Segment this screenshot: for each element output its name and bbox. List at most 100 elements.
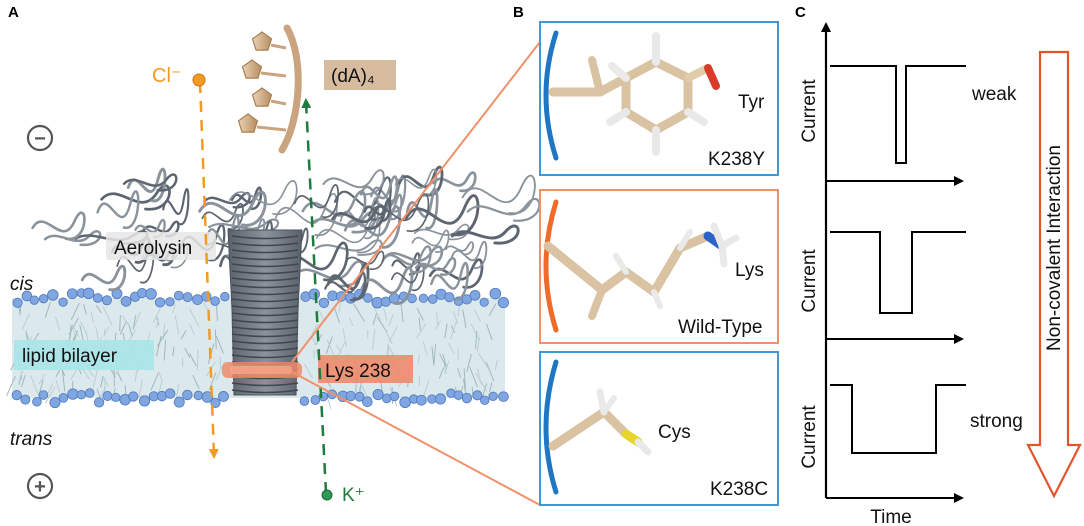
lipid-tail: [444, 365, 447, 375]
residue-box-cys: Cys K238C: [539, 351, 779, 506]
protein-ribbon: [198, 190, 267, 227]
panel-letter-a: A: [8, 4, 19, 21]
lipid-head: [139, 395, 151, 407]
lipid-tail: [342, 327, 348, 347]
protein-ribbon: [397, 165, 444, 197]
lipid-tail: [386, 332, 393, 344]
lipid-head: [66, 288, 78, 300]
lipid-tail: [387, 345, 389, 357]
lipid-tail: [189, 353, 197, 367]
lipid-tail: [133, 311, 141, 329]
lipid-tail: [488, 303, 497, 317]
lipid-head: [362, 396, 373, 408]
barrel-strand: [231, 305, 299, 310]
lipid-head: [444, 292, 455, 303]
lipid-head: [145, 288, 157, 300]
barrel-strand: [231, 242, 299, 247]
lipid-tail: [479, 379, 487, 392]
lipid-tail: [462, 309, 467, 329]
lipid-tail: [6, 375, 16, 397]
barrel-strand: [231, 319, 299, 324]
chloride-path: Cl⁻: [152, 65, 219, 459]
lipid-head: [173, 396, 185, 408]
k238c-label: K238C: [710, 479, 768, 500]
lipid-head: [192, 294, 203, 305]
lipid-tail: [155, 335, 162, 357]
barrel-strand: [231, 326, 299, 331]
lipid-tail: [156, 319, 159, 329]
lipid-tail: [70, 302, 80, 321]
lipid-tail: [473, 309, 481, 322]
chloride-label: Cl⁻: [152, 65, 181, 87]
lipid-head: [21, 290, 33, 302]
lipid-heads-bottom: [11, 388, 509, 409]
lipid-head: [20, 394, 31, 405]
lipid-head: [345, 390, 356, 402]
lipid-head: [38, 294, 49, 304]
lipid-tail: [435, 311, 439, 327]
lipid-tail: [400, 303, 404, 323]
lipid-head: [479, 297, 489, 307]
lipid-head: [82, 287, 95, 300]
lipid-tail: [158, 371, 163, 381]
protein-ribbon: [404, 194, 480, 237]
lipid-tail: [478, 352, 490, 371]
lipid-head: [165, 297, 175, 307]
lipid-head: [49, 397, 61, 409]
protein-ribbon: [293, 184, 339, 218]
protein-ribbon: [96, 190, 140, 229]
lipid-head: [434, 393, 447, 405]
aerolysin-text: Aerolysin: [114, 238, 192, 259]
lipid-head: [354, 391, 365, 402]
barrel-strand: [231, 263, 299, 268]
lipid-tail: [338, 302, 342, 314]
lipid-head: [418, 293, 429, 303]
lipid-head: [182, 292, 193, 303]
lipid-head: [111, 392, 121, 402]
lipid-head: [461, 392, 473, 404]
lipid-head: [453, 390, 464, 400]
protein-ribbon: [201, 202, 244, 230]
lipid-tail: [121, 315, 132, 329]
zoom-connector-lines: [291, 41, 541, 506]
lipid-head: [389, 391, 400, 402]
potassium-label: K⁺: [342, 485, 365, 506]
protein-ribbon: [31, 211, 86, 241]
panel-b: B Tyr K238Y: [513, 4, 779, 506]
current-label-2: Current: [799, 249, 820, 313]
lys238-ring: [222, 362, 302, 378]
lipid-head: [201, 391, 214, 403]
barrel-strand: [231, 277, 299, 282]
residue-box-tyr: Tyr K238Y: [539, 21, 779, 176]
lipid-tail: [90, 312, 94, 323]
lipid-tail: [348, 317, 354, 327]
lipid-tail: [95, 305, 102, 314]
lipid-tail: [466, 353, 472, 373]
lipid-tail: [388, 313, 394, 327]
residue-box-lys: Lys Wild-Type: [539, 189, 779, 344]
dna-base: [251, 87, 273, 107]
lipid-tail: [214, 329, 217, 349]
protein-ribbon: [444, 241, 475, 256]
weak-label: weak: [971, 84, 1017, 105]
lipid-head: [173, 290, 184, 301]
lipid-tail: [20, 374, 26, 387]
lipid-head: [489, 287, 502, 300]
protein-ribbon: [363, 198, 392, 222]
plus-electrode: +: [26, 472, 54, 500]
barrel-strand: [231, 256, 299, 261]
strong-label: strong: [970, 411, 1023, 432]
lipid-tail: [444, 360, 450, 374]
dna-label: (dA)₄: [331, 66, 375, 87]
lipid-head: [11, 389, 22, 401]
bilayer-label: lipid bilayer: [14, 340, 154, 370]
lipid-tail: [434, 320, 441, 330]
lipid-head: [38, 390, 49, 400]
lipid-tail: [21, 312, 31, 331]
lipid-tail: [117, 372, 123, 382]
lipid-tail: [438, 367, 445, 379]
lipid-head: [427, 294, 438, 304]
lipid-head: [67, 388, 79, 400]
protein-ribbon: [80, 264, 127, 292]
panel-c: C Current Current Current Time weak stro…: [795, 4, 1082, 526]
